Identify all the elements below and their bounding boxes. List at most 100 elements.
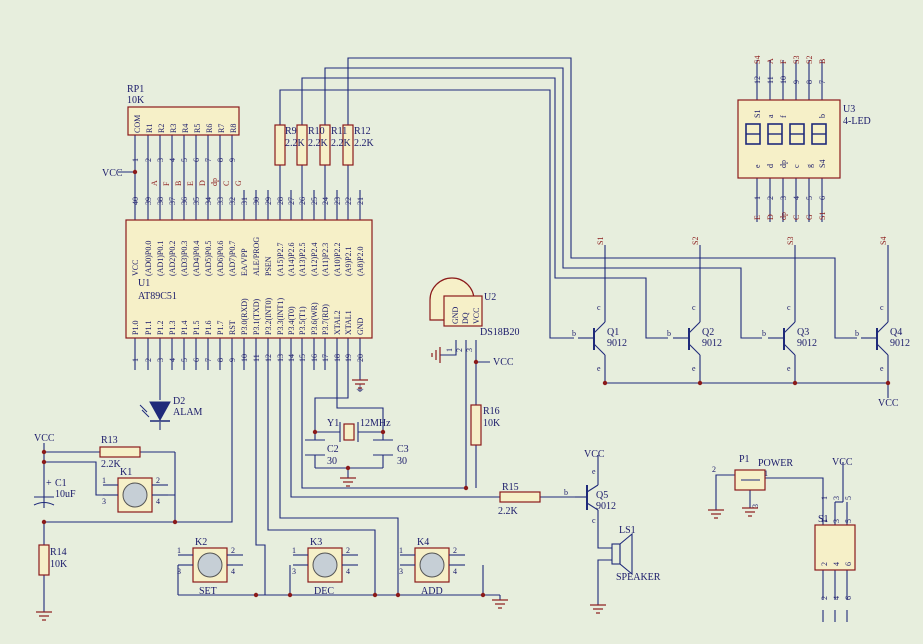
c3-value: 30 bbox=[397, 456, 407, 467]
sensor-u2: U2 DS18B20 GND DQ VCC 1 2 3 VCC bbox=[429, 277, 519, 368]
transistor-pin-b: b bbox=[762, 329, 766, 338]
u1-segment-label: F bbox=[162, 181, 171, 186]
rp1-pin-r1: R1 bbox=[145, 124, 154, 133]
led-d2: D2 ALAM bbox=[139, 396, 203, 422]
c1-value: 10uF bbox=[55, 489, 76, 500]
p1-pin-3: 3 bbox=[751, 504, 760, 508]
transistor-pin-c: c bbox=[880, 303, 884, 312]
r10-body bbox=[296, 124, 308, 166]
u1-pin-name: (AD5)P0.5 bbox=[204, 241, 213, 276]
r9-ref: R9 bbox=[285, 126, 297, 137]
u1-pin-name: P3.1(TXD) bbox=[252, 298, 261, 335]
key-pin-number: 1 bbox=[102, 476, 106, 485]
capacitor-c1: + C1 10uF bbox=[33, 478, 76, 506]
r10-value: 2.2K bbox=[308, 138, 329, 149]
u1-segment-label: E bbox=[186, 181, 195, 186]
r12-body bbox=[342, 124, 354, 166]
rp1-pin-r8: R8 bbox=[229, 124, 238, 133]
u1-pin-name: XTAL1 bbox=[344, 310, 353, 335]
u1-segment-label: A bbox=[150, 180, 159, 186]
pullup-resistors: R9 2.2K R10 2.2K R11 2.2K R12 2.2K bbox=[274, 124, 375, 166]
u3-inner-label: c bbox=[792, 164, 801, 168]
q5-pin-c: c bbox=[592, 516, 596, 525]
transistor-pin-e: e bbox=[692, 364, 696, 373]
key-pin-number: 2 bbox=[346, 546, 350, 555]
u3-pin-number: 11 bbox=[766, 76, 775, 84]
key-ref: K2 bbox=[195, 537, 207, 548]
r14-body bbox=[38, 544, 50, 576]
resistor-r16: R16 10K bbox=[470, 404, 501, 446]
key-pin-number: 4 bbox=[346, 567, 350, 576]
u1-pin-number: 26 bbox=[298, 197, 307, 205]
gnd-c1 bbox=[36, 611, 52, 621]
y1-ref: Y1 bbox=[327, 418, 339, 429]
u2-part: DS18B20 bbox=[480, 327, 519, 338]
key-ref: K1 bbox=[120, 467, 132, 478]
transistor-pin-c: c bbox=[597, 303, 601, 312]
key-pin-number: 3 bbox=[399, 567, 403, 576]
u3-inner-label: dp bbox=[779, 160, 788, 168]
u1-pin-number: 18 bbox=[333, 354, 342, 362]
u1-pin-name: (A13)P2.5 bbox=[298, 242, 307, 276]
rp1-pin-numbers: 1 2 3 4 5 6 7 8 9 bbox=[131, 158, 237, 162]
u3-ref: U3 bbox=[843, 104, 855, 115]
u1-pin-name: (AD7)P0.7 bbox=[228, 241, 237, 276]
key-cap bbox=[419, 552, 445, 578]
u1-pin-number: 28 bbox=[276, 197, 285, 205]
gnd-power bbox=[708, 507, 758, 519]
rp1-num: 7 bbox=[204, 158, 213, 162]
u3-pin-label: dp bbox=[779, 212, 788, 220]
u1-pin-name: P3.6(WR) bbox=[310, 302, 319, 335]
c1-ref: C1 bbox=[55, 478, 67, 489]
transistor-part: 9012 bbox=[890, 338, 910, 349]
u3-pin-label: B bbox=[818, 59, 827, 64]
transistor-part: 9012 bbox=[607, 338, 627, 349]
u1-pin-number: 20 bbox=[356, 354, 365, 362]
u1-pin-name: (AD2)P0.2 bbox=[168, 241, 177, 276]
u1-pin-number: 23 bbox=[333, 197, 342, 205]
key-cap bbox=[122, 482, 148, 508]
driver-vcc-label: VCC bbox=[878, 398, 899, 409]
u2-num-1: 1 bbox=[445, 348, 454, 352]
r13-vcc-label: VCC bbox=[34, 433, 55, 444]
u3-inner-label: d bbox=[766, 164, 775, 168]
q5-pin-b: b bbox=[564, 488, 568, 497]
u1-segment-label: C bbox=[222, 181, 231, 186]
key-label: ADD bbox=[421, 586, 443, 597]
key-pin-number: 3 bbox=[177, 567, 181, 576]
u1-pin-number: 11 bbox=[252, 354, 261, 362]
key-pin-number: 4 bbox=[156, 497, 160, 506]
r15-value: 2.2K bbox=[498, 506, 519, 517]
u1-pin-name: P1.1 bbox=[144, 321, 153, 335]
transistor-ref: Q1 bbox=[607, 327, 619, 338]
p1-ref: P1 bbox=[739, 454, 750, 465]
q5-pin-e: e bbox=[592, 467, 596, 476]
rp1-pin-r5: R5 bbox=[193, 124, 202, 133]
key-pin-number: 4 bbox=[231, 567, 235, 576]
u1-pin-name: (A14)P2.6 bbox=[287, 242, 296, 276]
speaker-ls1: LS1 SPEAKER bbox=[611, 525, 661, 583]
u1-pin-name: (AD6)P0.6 bbox=[216, 241, 225, 276]
u2-gnd-symbol bbox=[431, 347, 441, 363]
u1-pin-number: 14 bbox=[287, 354, 296, 362]
resistor-r13: R13 2.2K VCC bbox=[34, 433, 141, 470]
u3-pin-label: E bbox=[753, 215, 762, 220]
r12-ref: R12 bbox=[354, 126, 371, 137]
u1-pin-name: P3.0(RXD) bbox=[240, 298, 249, 335]
u1-pin-number: 17 bbox=[321, 354, 330, 362]
ls1-ref: LS1 bbox=[619, 525, 636, 536]
r14-ref: R14 bbox=[50, 547, 67, 558]
u3-body bbox=[737, 99, 841, 179]
u3-inner-label: f bbox=[779, 115, 788, 118]
u1-ref: U1 bbox=[138, 278, 150, 289]
c1-plus: + bbox=[46, 478, 52, 489]
transistor-ref: Q3 bbox=[797, 327, 809, 338]
s1-body bbox=[814, 524, 856, 571]
u3-inner-label: b bbox=[818, 114, 827, 118]
u1-segment-label: G bbox=[234, 180, 243, 186]
s1-pin-1: 1 bbox=[820, 519, 829, 523]
